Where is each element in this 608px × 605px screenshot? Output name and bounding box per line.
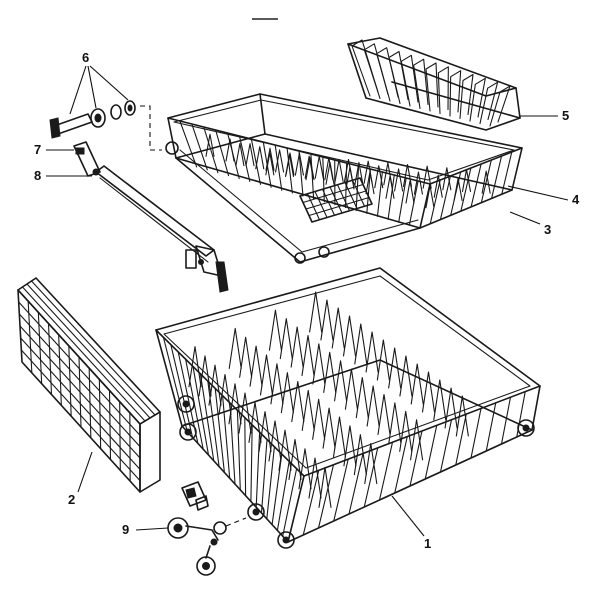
lower-rack	[156, 268, 540, 548]
callout-6: 6	[82, 50, 89, 65]
upper-rack	[166, 94, 522, 263]
callout-2: 2	[68, 492, 75, 507]
callout-3: 3	[544, 222, 551, 237]
callout-4: 4	[572, 192, 580, 207]
cup-shelf	[348, 38, 520, 130]
rail-clip	[74, 142, 100, 176]
callout-9: 9	[122, 522, 129, 537]
callout-7: 7	[34, 142, 41, 157]
roller-assembly	[168, 482, 246, 575]
callout-1: 1	[424, 536, 431, 551]
stop-hardware	[50, 101, 162, 150]
callout-8: 8	[34, 168, 41, 183]
callout-5: 5	[562, 108, 569, 123]
